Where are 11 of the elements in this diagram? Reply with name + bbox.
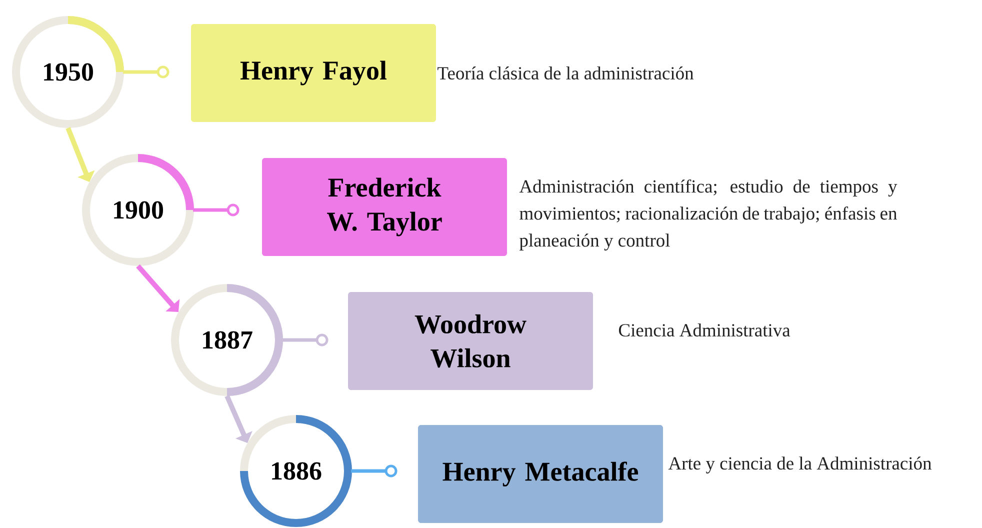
name-box: Henry Metacalfe [418, 425, 663, 523]
name-box: Henry Fayol [191, 24, 436, 122]
description-text: Administración científica; estudio de tiempos y movimientos; racionalización de trabajo; énfasis en planeación y control [519, 180, 898, 251]
name-box: Frederick W. Taylor [262, 158, 507, 256]
description-text: Teoría clásica de la administración [438, 66, 694, 80]
down-arrow [224, 395, 252, 443]
name-box: Woodrow Wilson [348, 292, 593, 390]
description-text: Ciencia Administrativa [618, 324, 790, 337]
description-text: Arte y ciencia de la Administración [668, 456, 932, 474]
down-arrow [66, 127, 95, 182]
down-arrow [136, 264, 180, 312]
